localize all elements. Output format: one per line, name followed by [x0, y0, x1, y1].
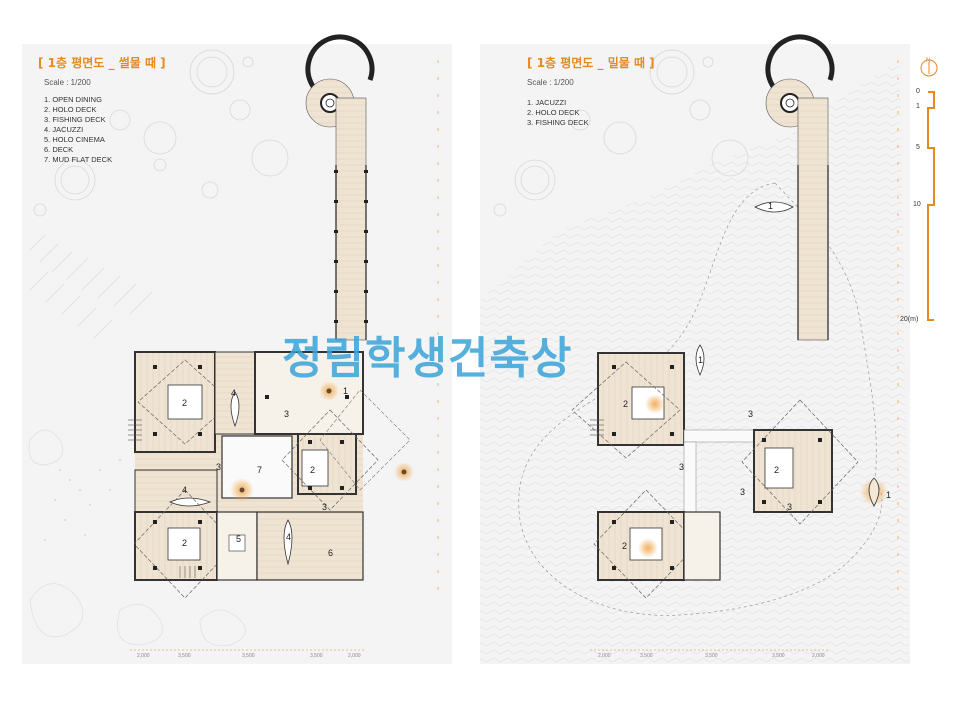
right-plan-scale: Scale : 1/200 — [527, 78, 574, 87]
room-number: 5 — [236, 534, 242, 544]
legend-item: 1. JACUZZI — [527, 98, 567, 107]
scale-bar-label: 1 — [916, 103, 920, 110]
scale-bar-label: 0 — [916, 88, 920, 95]
room-number: 3 — [284, 409, 290, 419]
scale-bar — [927, 91, 935, 321]
room-number: 1 — [343, 386, 349, 396]
right-plan-legend: 1. JACUZZI 2. HOLO DECK 3. FISHING DECK — [527, 98, 589, 128]
room-number: 3 — [216, 462, 222, 472]
left-pier — [305, 34, 439, 590]
legend-item: 5. HOLO CINEMA — [44, 135, 105, 144]
room-number: 2 — [182, 398, 188, 408]
right-plan-title: [ 1층 평면도 _ 밀물 때 ] — [527, 56, 655, 70]
dimension-label: 3,500 — [310, 653, 323, 659]
watermark-text: 정림학생건축상 — [282, 333, 573, 384]
dimension-label: 2,000 — [348, 653, 361, 659]
room-number: 4 — [286, 532, 292, 542]
room-number: 3 — [679, 462, 685, 472]
legend-item: 2. HOLO DECK — [44, 105, 97, 114]
room-number: 2 — [623, 399, 629, 409]
dimension-label: 2,000 — [137, 653, 150, 659]
room-number: 6 — [328, 548, 334, 558]
scale-bar-label: 10 — [913, 201, 921, 208]
room-number: 3 — [322, 502, 328, 512]
legend-item: 2. HOLO DECK — [527, 108, 580, 117]
left-plan-legend: 1. OPEN DINING 2. HOLO DECK 3. FISHING D… — [44, 95, 112, 165]
legend-item: 1. OPEN DINING — [44, 95, 102, 104]
north-label: N — [926, 58, 931, 64]
legend-item: 3. FISHING DECK — [44, 115, 106, 124]
legend-item: 6. DECK — [44, 145, 74, 154]
room-number: 1 — [886, 490, 892, 500]
dimension-label: 3,500 — [178, 653, 191, 659]
room-number: 7 — [257, 465, 263, 475]
dimension-label: 3,500 — [705, 653, 718, 659]
room-number: 4 — [231, 388, 237, 398]
room-number: 3 — [787, 502, 793, 512]
legend-item: 4. JACUZZI — [44, 125, 84, 134]
dimension-label: 3,500 — [242, 653, 255, 659]
legend-item: 3. FISHING DECK — [527, 118, 589, 127]
right-building — [571, 60, 899, 599]
left-plan-scale: Scale : 1/200 — [44, 78, 91, 87]
scale-bar-label: 20(m) — [900, 316, 919, 323]
room-number: 2 — [622, 541, 628, 551]
room-number: 2 — [310, 465, 316, 475]
north-arrow-icon — [920, 59, 938, 77]
room-number: 2 — [182, 538, 188, 548]
right-pier — [695, 34, 888, 507]
room-number: 2 — [774, 465, 780, 475]
dimension-label: 3,500 — [640, 653, 653, 659]
left-site-background — [28, 49, 289, 647]
legend-item: 7. MUD FLAT DECK — [44, 155, 113, 164]
room-number: 1 — [768, 201, 774, 211]
dimension-label: 2,000 — [598, 653, 611, 659]
room-number: 3 — [740, 487, 746, 497]
room-number: 3 — [748, 409, 754, 419]
dimension-label: 3,500 — [772, 653, 785, 659]
left-plan-title: [ 1층 평면도 _ 썰물 때 ] — [38, 56, 166, 70]
dimension-label: 2,000 — [812, 653, 825, 659]
room-number: 1 — [698, 355, 704, 365]
left-building — [128, 351, 414, 599]
scale-bar-label: 5 — [916, 144, 920, 151]
room-number: 4 — [182, 485, 188, 495]
